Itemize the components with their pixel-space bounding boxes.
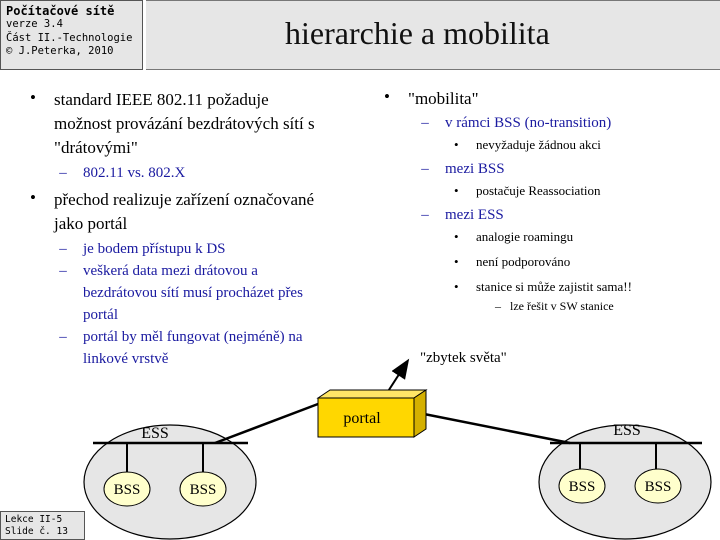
portal-label: portal: [343, 410, 381, 427]
bullet-text: přechod realizuje zařízení označované: [54, 190, 315, 209]
bullet-dot: •: [454, 254, 459, 269]
detail-text: analogie roamingu: [476, 229, 574, 244]
list-item: • analogie roamingu: [454, 226, 718, 248]
portal-box: [317, 397, 415, 438]
part-label: Část II.-Technologie: [6, 31, 133, 44]
ess-right-label: ESS: [613, 422, 641, 439]
bullet-dot: •: [454, 279, 459, 294]
list-item: • stanice si může zajistit sama!!: [454, 276, 718, 298]
list-item: – 802.11 vs. 802.X: [54, 162, 369, 184]
dash-marker: –: [495, 299, 501, 313]
bullet-text: "mobilita": [408, 89, 479, 108]
bss-label: BSS: [569, 479, 596, 495]
list-item: • postačuje Reassociation: [454, 180, 718, 202]
bss-label: BSS: [114, 482, 141, 498]
list-item: • "mobilita": [378, 87, 718, 111]
bullet-dot: •: [30, 188, 36, 207]
bss-label: BSS: [645, 479, 672, 495]
portal-box-side: [413, 389, 427, 438]
link-portal-right: [413, 410, 571, 445]
sub-bullet-text: linkové vrstvě: [83, 351, 169, 367]
detail-text: postačuje Reassociation: [476, 183, 601, 198]
sub-bullet-text: portál by měl fungovat (nejméně) na: [83, 329, 303, 345]
bullet-text: "drátovými": [54, 138, 138, 157]
portal-box-top: [316, 389, 428, 399]
dash-marker: –: [421, 207, 429, 223]
bullet-dot: •: [454, 229, 459, 244]
right-bullet-list: • "mobilita" – v rámci BSS (no-transitio…: [378, 87, 718, 314]
sub-bullet-text: portál: [83, 307, 118, 323]
bullet-dot: •: [454, 137, 459, 152]
dash-marker: –: [421, 115, 429, 131]
left-bullet-list: • standard IEEE 802.11 požaduje možnost …: [24, 88, 369, 370]
dash-marker: –: [59, 263, 67, 279]
list-item: • standard IEEE 802.11 požaduje možnost …: [24, 88, 369, 160]
list-item: • přechod realizuje zařízení označované …: [24, 188, 369, 236]
slide-footer: Lekce II-5 Slide č. 13: [0, 511, 85, 540]
detail-text: stanice si může zajistit sama!!: [476, 279, 632, 294]
bullet-text: standard IEEE 802.11 požaduje: [54, 90, 269, 109]
sub-bullet-text: bezdrátovou sítí musí procházet přes: [83, 285, 303, 301]
sub-bullet-text: je bodem přístupu k DS: [83, 241, 226, 257]
lecture-label: Lekce II-5: [5, 514, 63, 525]
ess-right-ellipse: [538, 424, 712, 540]
bss-node: [558, 468, 606, 504]
ess-left-label: ESS: [141, 425, 169, 442]
detail-text: lze řešit v SW stanice: [510, 299, 614, 313]
sub-bullet-text: 802.11 vs. 802.X: [83, 165, 186, 181]
bullet-dot: •: [30, 88, 36, 107]
bullet-dot: •: [454, 183, 459, 198]
detail-text: není podporováno: [476, 254, 571, 269]
bullet-text: jako portál: [54, 214, 128, 233]
list-item: – portál by měl fungovat (nejméně) na li…: [54, 326, 369, 370]
course-info-box: Počítačové sítě verze 3.4 Část II.-Techn…: [0, 0, 143, 70]
world-label: "zbytek světa": [420, 350, 507, 366]
dash-marker: –: [59, 165, 67, 181]
list-item: – v rámci BSS (no-transition): [416, 112, 718, 134]
bss-node: [634, 468, 682, 504]
version-label: verze 3.4: [6, 18, 63, 30]
slide-number: Slide č. 13: [5, 525, 68, 537]
bss-node: [179, 471, 227, 507]
bss-label: BSS: [190, 482, 217, 498]
detail-text: nevyžaduje žádnou akci: [476, 137, 601, 152]
list-item: • není podporováno: [454, 251, 718, 273]
list-item: – je bodem přístupu k DS: [54, 238, 369, 260]
list-item: – veškerá data mezi drátovou a bezdrátov…: [54, 260, 369, 326]
bss-node: [103, 471, 151, 507]
copyright-label: © J.Peterka, 2010: [6, 45, 114, 57]
sub-bullet-text: v rámci BSS (no-transition): [445, 115, 612, 131]
link-left-portal: [214, 402, 319, 445]
title-bar: [146, 0, 720, 70]
dash-marker: –: [59, 329, 67, 345]
bullet-text: možnost provázání bezdrátových sítí s: [54, 114, 315, 133]
list-item: – mezi ESS: [416, 204, 718, 226]
list-item: • nevyžaduje žádnou akci: [454, 134, 718, 156]
dash-marker: –: [59, 241, 67, 257]
bullet-dot: •: [384, 87, 390, 106]
sub-bullet-text: mezi ESS: [445, 207, 504, 223]
sub-bullet-text: mezi BSS: [445, 161, 505, 177]
page-title: hierarchie a mobilita: [285, 15, 550, 51]
dash-marker: –: [421, 161, 429, 177]
course-name: Počítačové sítě: [6, 4, 115, 18]
list-item: – lze řešit v SW stanice: [495, 298, 718, 314]
list-item: – mezi BSS: [416, 158, 718, 180]
sub-bullet-text: veškerá data mezi drátovou a: [83, 263, 258, 279]
